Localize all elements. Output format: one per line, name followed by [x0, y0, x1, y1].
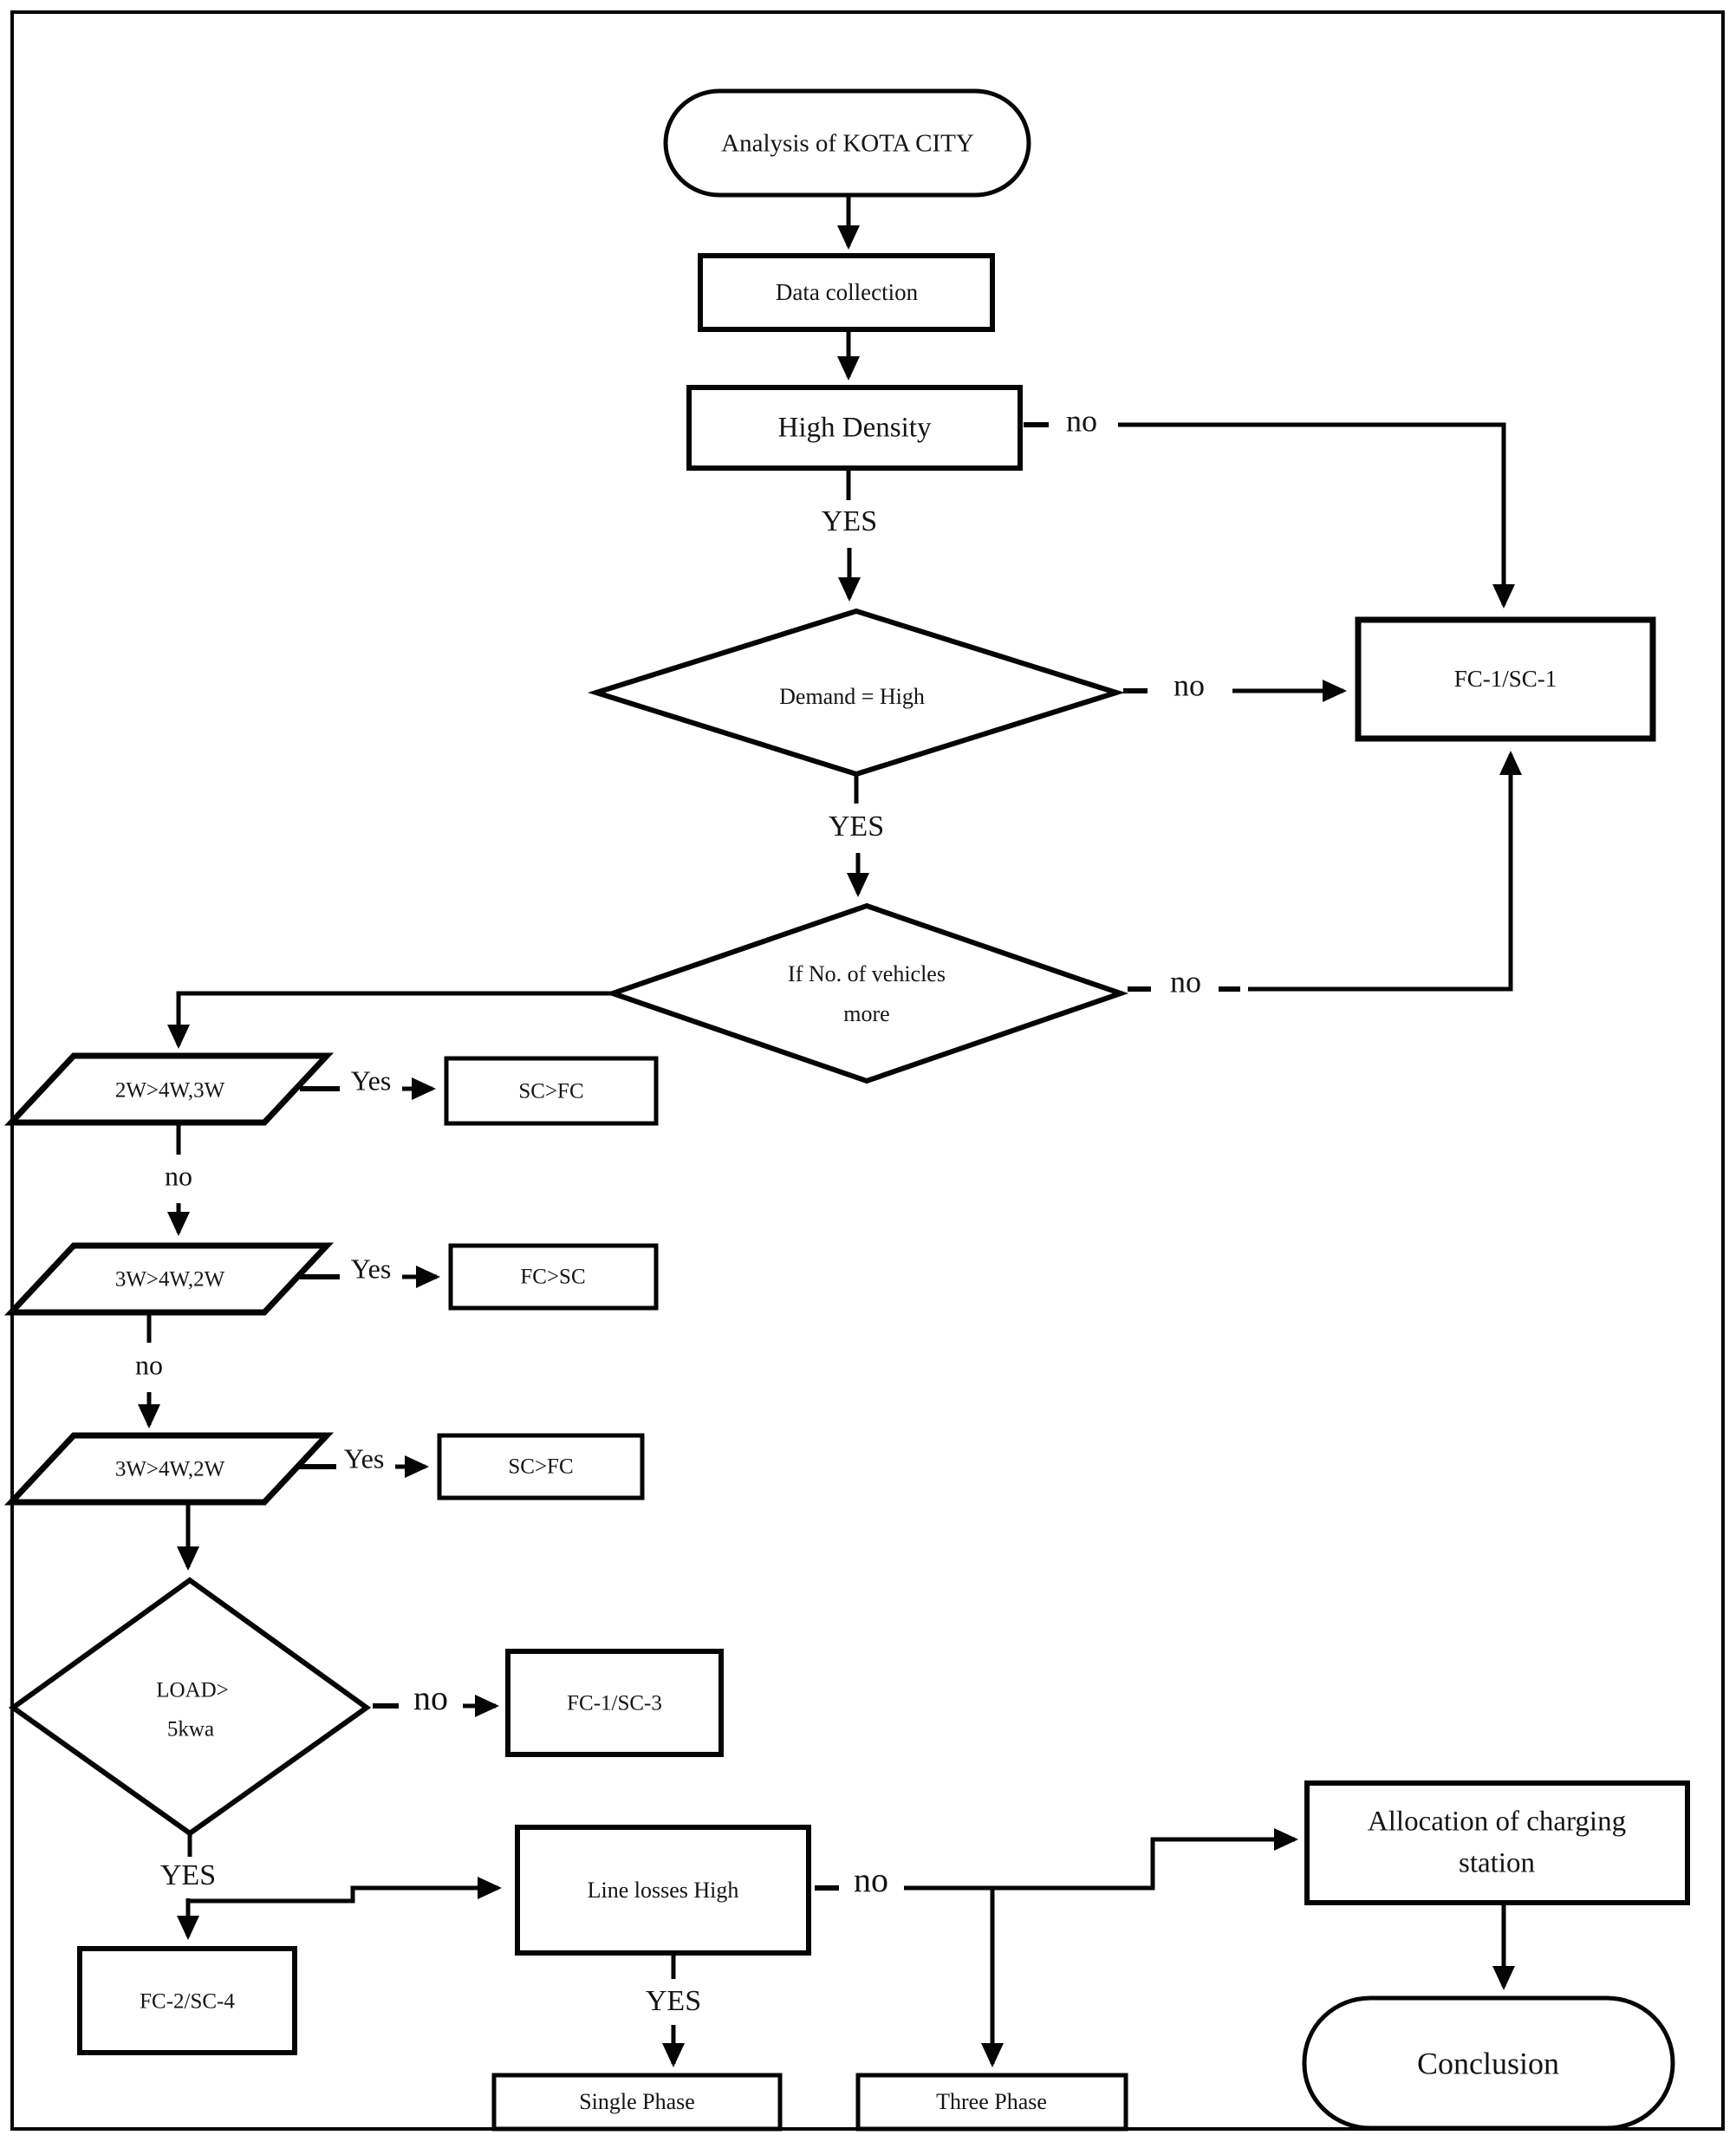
fc2-sc4-label: FC-2/SC-4 — [140, 1990, 235, 2014]
label-no-load: no — [413, 1678, 448, 1717]
3w-a-label: 3W>4W,2W — [115, 1268, 225, 1292]
label-yes-3w-b: Yes — [344, 1442, 385, 1474]
load-decision-shape — [8, 1577, 372, 1837]
fc1-sc1-label: FC-1/SC-1 — [1454, 666, 1557, 692]
node-fc1-sc1: FC-1/SC-1 — [1355, 616, 1656, 742]
node-3w-gt-a: 3W>4W,2W — [3, 1242, 335, 1316]
2w-label: 2W>4W,3W — [115, 1079, 225, 1103]
vehicles-decision-shape — [604, 902, 1129, 1084]
demand-label: Demand = High — [779, 684, 925, 709]
node-fc-sc: FC>SC — [448, 1243, 659, 1311]
node-start: Analysis of KOTA CITY — [663, 88, 1031, 198]
sc-fc-b-shape — [437, 1433, 645, 1500]
label-yes-high-density: YES — [822, 505, 877, 537]
single-phase-shape — [491, 2073, 783, 2132]
node-3w-gt-b: 3W>4W,2W — [3, 1432, 335, 1506]
three-phase-label: Three Phase — [936, 2089, 1047, 2114]
sc-fc-a-shape — [444, 1056, 659, 1126]
edge-labels: no YES no YES no Yes no Yes no Yes no YE… — [135, 403, 1205, 2017]
label-no-2w: no — [165, 1160, 192, 1191]
conclusion-label: Conclusion — [1417, 2046, 1559, 2080]
label-yes-3w-a: Yes — [351, 1253, 392, 1284]
start-terminator-shape — [663, 88, 1031, 198]
2w-parallelogram-shape — [3, 1052, 335, 1126]
edge-vehicles-left — [167, 991, 613, 1049]
node-single-phase: Single Phase — [491, 2073, 783, 2132]
fc1-sc1-shape — [1355, 616, 1656, 742]
conclusion-terminator-shape — [1302, 1995, 1675, 2131]
node-demand-high: Demand = High — [587, 608, 1126, 778]
label-no-vehicles: no — [1170, 964, 1201, 999]
node-sc-fc-a: SC>FC — [444, 1056, 659, 1126]
label-yes-demand: YES — [829, 810, 884, 843]
fc-sc-shape — [448, 1243, 659, 1311]
data-collection-label: Data collection — [776, 279, 919, 305]
start-label: Analysis of KOTA CITY — [721, 130, 974, 158]
edge-vehicles-no — [1248, 751, 1522, 992]
high-density-label: High Density — [778, 413, 932, 444]
label-yes-load: YES — [160, 1859, 216, 1891]
single-phase-label: Single Phase — [579, 2089, 695, 2114]
node-vehicles-more: If No. of vehicles more — [604, 902, 1129, 1084]
fc2-sc4-shape — [77, 1946, 297, 2055]
data-collection-shape — [698, 253, 995, 332]
node-sc-fc-b: SC>FC — [437, 1433, 645, 1500]
vehicles-label-line1: If No. of vehicles — [788, 961, 946, 986]
label-no-demand: no — [1174, 667, 1205, 702]
node-three-phase: Three Phase — [855, 2073, 1128, 2132]
node-high-density: High Density — [686, 385, 1023, 471]
3w-a-parallelogram-shape — [3, 1242, 335, 1316]
edge-losses-no — [904, 1828, 1298, 1891]
node-fc1-sc3: FC-1/SC-3 — [505, 1649, 724, 1757]
label-no-high-density: no — [1066, 403, 1097, 438]
allocation-label-line2: station — [1459, 1848, 1535, 1879]
edge-load-yes-branch — [188, 1877, 502, 1904]
label-yes-2w: Yes — [351, 1064, 392, 1096]
load-label-line1: LOAD> — [156, 1679, 229, 1702]
label-yes-line-losses: YES — [646, 1985, 701, 2017]
allocation-shape — [1304, 1780, 1690, 1905]
node-2w-gt: 2W>4W,3W — [3, 1052, 335, 1126]
node-load-5kwa: LOAD> 5kwa — [8, 1577, 372, 1837]
node-allocation: Allocation of charging station — [1304, 1780, 1690, 1905]
label-no-line-losses: no — [854, 1860, 888, 1899]
sc-fc-a-label: SC>FC — [518, 1080, 583, 1103]
connectors — [138, 196, 1522, 2067]
vehicles-label-line2: more — [843, 1001, 889, 1026]
node-conclusion: Conclusion — [1302, 1995, 1675, 2131]
fc1-sc3-shape — [505, 1649, 724, 1757]
node-fc2-sc4: FC-2/SC-4 — [77, 1946, 297, 2055]
sc-fc-b-label: SC>FC — [508, 1455, 573, 1479]
allocation-label-line1: Allocation of charging — [1368, 1806, 1626, 1838]
node-line-losses: Line losses High — [515, 1825, 811, 1956]
high-density-shape — [686, 385, 1023, 471]
node-data-collection: Data collection — [698, 253, 995, 332]
edge-highdensity-no — [1118, 422, 1515, 609]
fc1-sc3-label: FC-1/SC-3 — [567, 1692, 662, 1715]
line-losses-label: Line losses High — [588, 1878, 739, 1903]
demand-decision-shape — [587, 608, 1126, 778]
fc-sc-label: FC>SC — [520, 1266, 585, 1289]
3w-b-label: 3W>4W,2W — [115, 1458, 225, 1481]
load-label-line2: 5kwa — [167, 1718, 214, 1741]
line-losses-shape — [515, 1825, 811, 1956]
3w-b-parallelogram-shape — [3, 1432, 335, 1506]
three-phase-shape — [855, 2073, 1128, 2132]
label-no-3w-a: no — [135, 1349, 163, 1380]
